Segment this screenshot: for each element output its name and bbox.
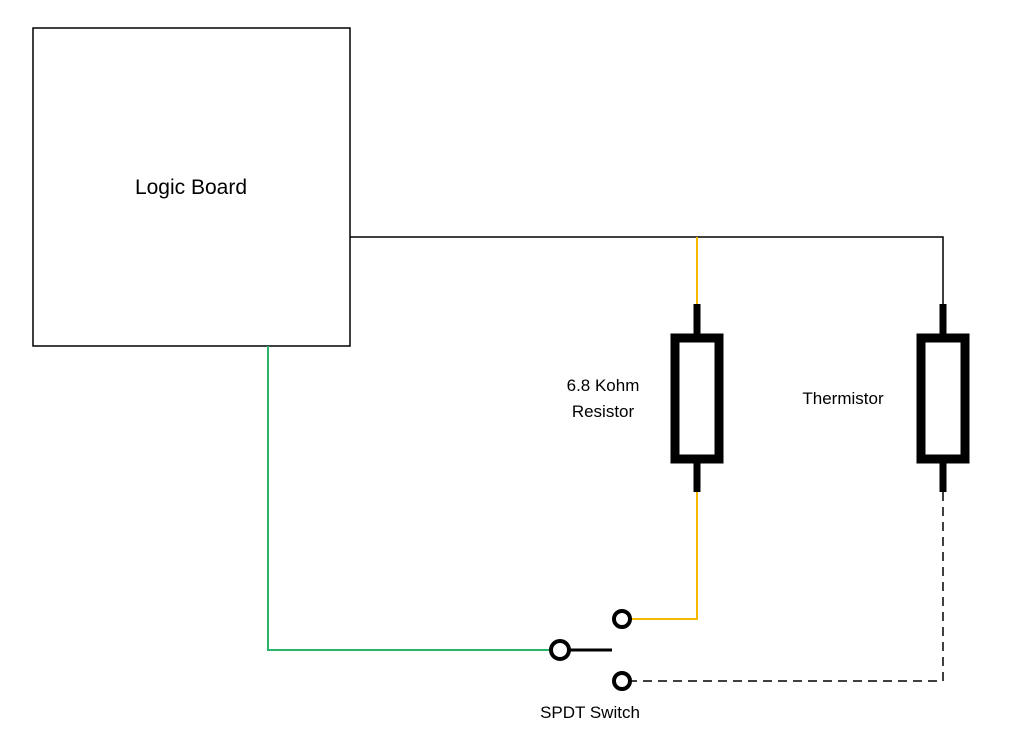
green-wire-to-switch bbox=[267, 346, 551, 651]
dashed-wire-to-switch bbox=[630, 492, 944, 682]
thermistor bbox=[916, 304, 970, 492]
resistor-label-line1: 6.8 Kohm bbox=[567, 376, 640, 395]
switch-lower-terminal-icon bbox=[612, 671, 632, 691]
switch-upper-terminal-icon bbox=[612, 609, 632, 629]
spdt-switch bbox=[549, 609, 632, 691]
resistor-body bbox=[670, 333, 724, 464]
logic-board-label: Logic Board bbox=[135, 176, 247, 199]
black-wire-top bbox=[350, 236, 944, 304]
switch-label: SPDT Switch bbox=[540, 703, 640, 722]
logic-board-box bbox=[32, 27, 351, 347]
resistor-6-8k bbox=[670, 304, 724, 492]
yellow-wire-to-switch bbox=[630, 492, 698, 620]
resistor-label-line2: Resistor bbox=[572, 402, 635, 421]
switch-common-terminal-icon bbox=[549, 639, 571, 661]
thermistor-body bbox=[916, 333, 970, 464]
thermistor-label: Thermistor bbox=[802, 389, 884, 408]
